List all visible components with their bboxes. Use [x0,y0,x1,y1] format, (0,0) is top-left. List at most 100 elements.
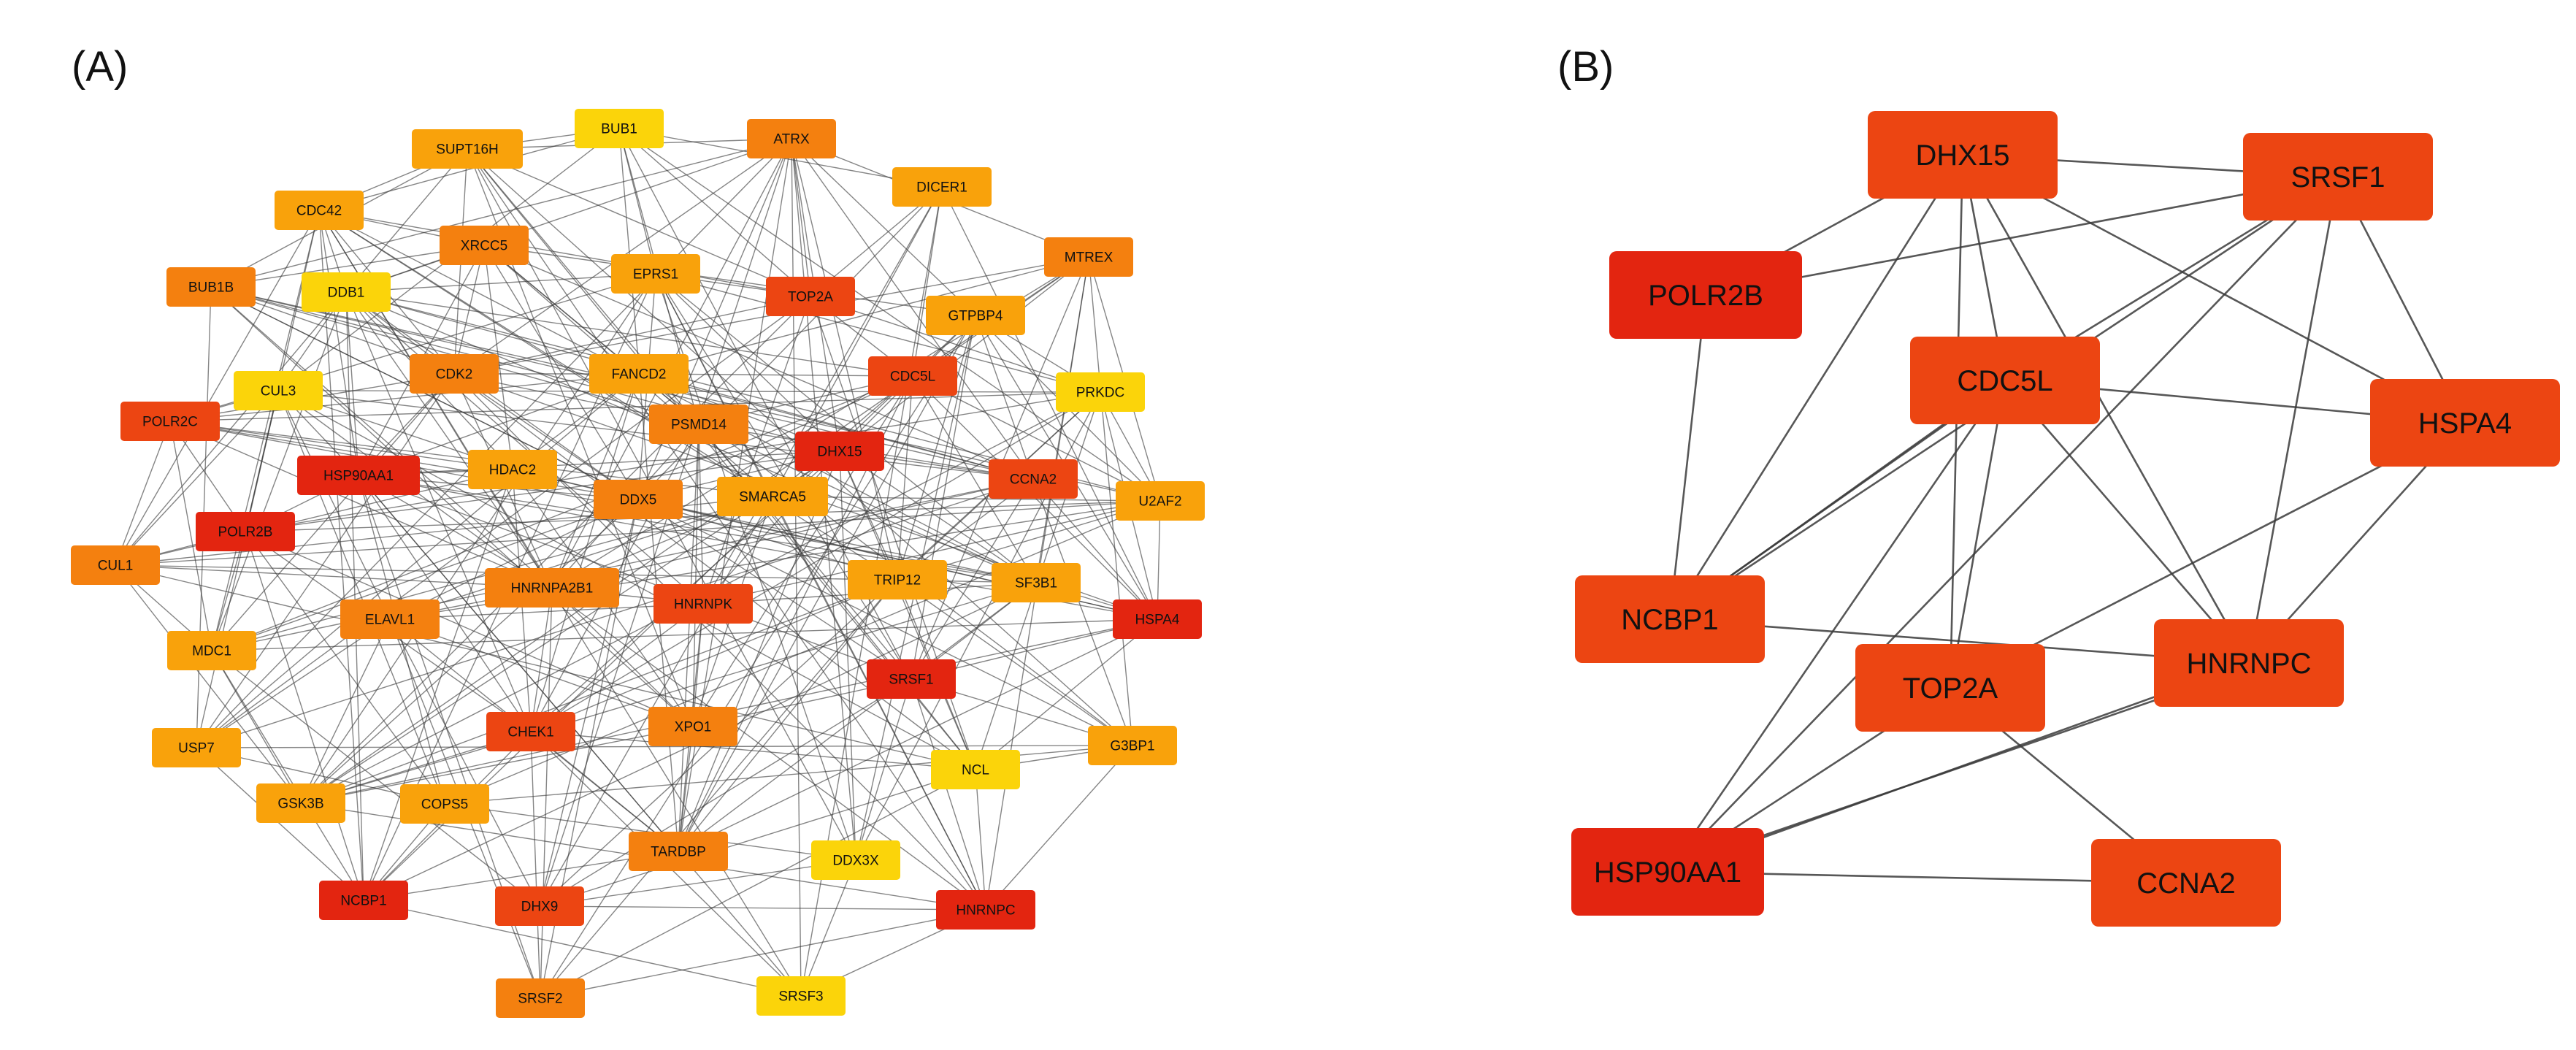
network-edge [791,138,811,297]
network-edge [897,579,1133,746]
network-edge [318,210,364,901]
network-edge [169,421,513,470]
network-edge [277,390,1101,393]
node-label: HNRNPC [2186,648,2311,680]
network-edge [539,138,792,907]
network-edge [2247,176,2339,664]
node-box [400,784,489,824]
node-box [1609,251,1802,339]
network-edge [211,650,364,901]
node-a-usp7: USP7 [152,728,241,767]
node-box [496,978,585,1018]
node-label: DHX15 [1916,139,2010,172]
node-label: HSPA4 [1135,613,1180,628]
node-box [2243,133,2433,221]
network-edge [530,731,541,999]
node-label: NCBP1 [340,894,386,909]
node-a-eprs1: EPRS1 [611,254,700,294]
network-edge [389,603,704,620]
node-label: FANCD2 [612,367,667,383]
node-box [1868,111,2058,199]
network-edge [318,210,811,297]
network-edge [618,128,811,297]
network-edge [1668,154,1964,620]
network-edge [115,469,513,566]
node-b-polr2b: POLR2B [1609,251,1802,339]
node-box [594,480,683,519]
network-edge [1032,478,1158,620]
network-edge [169,421,212,651]
node-box [120,402,220,441]
node-a-smarca5: SMARCA5 [717,477,828,516]
node-label: BUB1B [188,280,234,296]
network-edge [115,210,320,566]
network-edge [530,391,1101,732]
node-box [766,277,855,316]
network-edge [678,424,699,852]
node-box [275,191,364,230]
network-edge [530,731,976,770]
network-edge [358,451,840,476]
node-label: CHEK1 [507,725,553,740]
node-label: SRSF1 [889,672,933,688]
node-a-tardbp: TARDBP [629,832,728,871]
network-edge [196,296,811,748]
network-edge [911,678,986,911]
node-b-hnrnpc: HNRNPC [2154,619,2344,707]
node-box [152,728,241,767]
node-box [653,584,753,624]
network-edge [1674,669,2242,867]
node-label: DHX9 [521,900,559,915]
network-edge [1950,421,2466,689]
node-box [319,881,408,920]
network-edge [211,291,347,651]
network-edge [637,186,943,500]
node-a-cdk2: CDK2 [410,354,499,394]
network-edge [300,499,639,804]
node-box [440,226,529,265]
network-edge [483,245,976,316]
network-edge [897,315,976,580]
node-box [1056,372,1145,412]
network-edge [345,273,656,293]
node-box [1116,481,1205,521]
node-a-hnrnpc: HNRNPC [936,890,1035,930]
node-a-polr2b: POLR2B [196,512,295,551]
node-a-polr2c: POLR2C [120,402,220,441]
network-edge [530,373,640,732]
node-a-ccna2: CCNA2 [989,459,1078,499]
network-edge [540,587,553,999]
panel-a-label: (A) [72,43,129,91]
network-edge [453,373,639,500]
node-a-cul3: CUL3 [234,371,323,410]
node-label: CDC42 [296,204,342,219]
network-edge [196,745,1133,748]
node-label: PRKDC [1076,386,1125,401]
network-edge [540,909,986,999]
network-edge [897,375,913,580]
node-a-cul1: CUL1 [71,545,160,585]
node-label: BUB1 [601,122,637,137]
node-box [234,371,323,410]
network-edge [211,499,639,651]
network-edge [530,731,679,852]
node-label: DHX15 [817,445,862,460]
network-edge [678,451,840,852]
network-edge [358,475,445,805]
node-a-elavl1: ELAVL1 [340,599,440,639]
node-label: DDX5 [620,493,657,508]
node-label: ATRX [773,132,810,147]
node-box [297,456,420,495]
node-label: MTREX [1065,250,1113,266]
node-label: NCBP1 [1621,604,1718,636]
network-edge [318,210,898,580]
node-box [196,512,295,551]
network-edge [1667,176,2339,873]
node-label: SRSF2 [518,992,562,1007]
network-edge [1668,294,1707,620]
node-box [756,976,846,1016]
node-a-trip12: TRIP12 [848,560,947,599]
node-a-cops5: COPS5 [400,784,489,824]
network-edge [210,245,485,288]
